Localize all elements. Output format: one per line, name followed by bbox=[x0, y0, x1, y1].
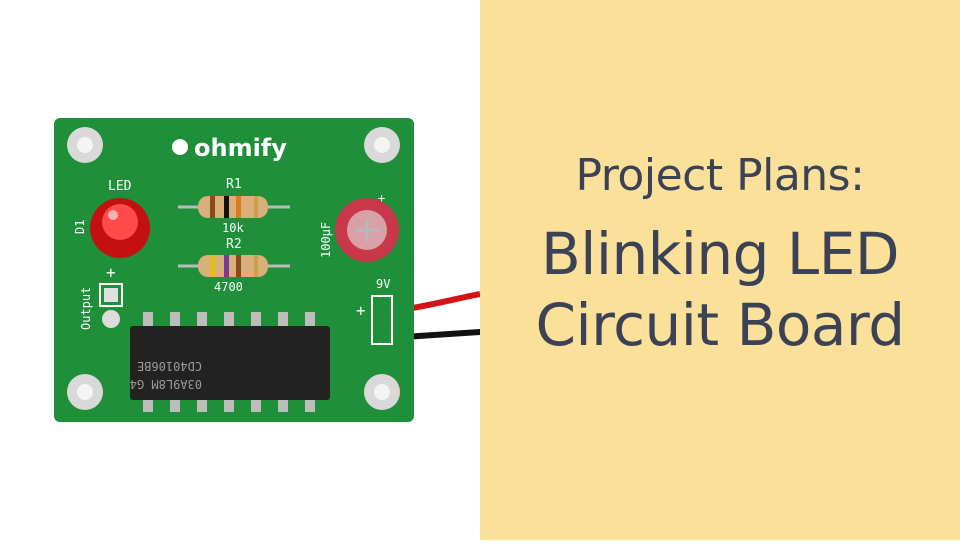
resistor-r1 bbox=[178, 196, 290, 218]
title-kicker: Project Plans: bbox=[575, 149, 865, 201]
title-line-2: Circuit Board bbox=[535, 290, 905, 359]
ic-chip: CD40106BE 03A9L8M G4 bbox=[130, 312, 330, 412]
cap-value: 100µF bbox=[319, 222, 333, 258]
r1-value: 10k bbox=[222, 221, 244, 235]
battery-label: 9V bbox=[376, 277, 390, 291]
battery-connector bbox=[371, 295, 393, 345]
circuit-board-photo: ohmify LED D1 R1 10k R2 bbox=[0, 0, 481, 540]
chip-line2: 03A9L8M G4 bbox=[130, 377, 202, 391]
output-pads bbox=[99, 283, 123, 328]
circuit-board-illustration: ohmify LED D1 R1 10k R2 bbox=[54, 118, 481, 422]
output-plus: + bbox=[106, 263, 116, 282]
d1-label: D1 bbox=[73, 220, 87, 234]
brand-text: ohmify bbox=[194, 134, 287, 162]
ohmify-logo: ohmify bbox=[172, 134, 287, 162]
battery-plus: + bbox=[356, 301, 366, 320]
cap-plus: + bbox=[378, 191, 385, 205]
capacitor bbox=[335, 198, 399, 262]
title-line-1: Blinking LED bbox=[540, 219, 900, 288]
r2-value: 4700 bbox=[214, 280, 243, 294]
red-led bbox=[90, 198, 150, 258]
led-label: LED bbox=[108, 179, 132, 194]
output-label: Output bbox=[79, 287, 93, 330]
mounting-hole-icon bbox=[67, 127, 400, 410]
r2-label: R2 bbox=[226, 237, 242, 252]
resistor-r2 bbox=[178, 255, 290, 277]
chip-line1: CD40106BE bbox=[137, 359, 202, 373]
r1-label: R1 bbox=[226, 177, 242, 192]
title-panel: Project Plans: Blinking LED Circuit Boar… bbox=[480, 0, 960, 540]
